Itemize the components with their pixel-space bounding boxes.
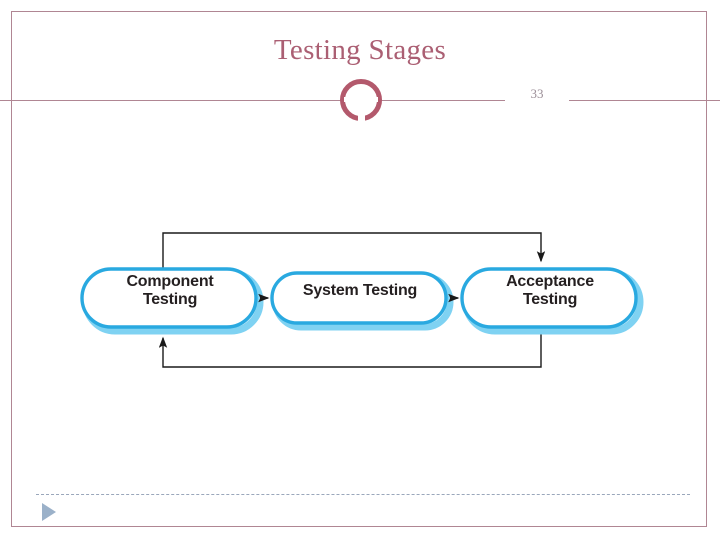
node-acceptance-testing[interactable] <box>460 267 638 329</box>
ring-gap-left <box>344 97 350 102</box>
slide-frame-border <box>11 11 707 527</box>
slide-number: 33 <box>505 86 569 102</box>
footer-dashed-rule <box>36 494 690 495</box>
connector-feedback-top <box>162 232 546 269</box>
node-component-testing[interactable] <box>80 267 258 329</box>
ring-gap-bottom <box>358 115 365 121</box>
node-system-testing[interactable] <box>270 271 448 325</box>
testing-stages-flow-diagram: Component Testing System Testing Accepta… <box>70 225 650 380</box>
page-title: Testing Stages <box>273 34 447 66</box>
ring-gap-right <box>372 97 378 102</box>
connector-feedback-bottom <box>158 330 542 368</box>
footer-play-triangle-icon[interactable] <box>42 503 56 521</box>
